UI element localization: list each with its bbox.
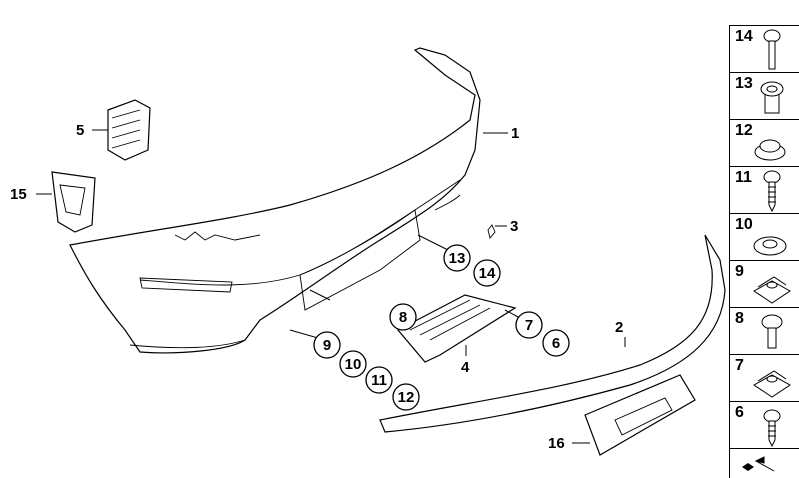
callout-12: 12 <box>392 383 420 411</box>
legend-label: 13 <box>735 75 753 92</box>
cap-icon <box>754 139 786 161</box>
legend-item-10: 10 <box>729 213 799 260</box>
legend-item-8: 8 <box>729 307 799 354</box>
part-4-diffuser <box>397 294 517 363</box>
clip-nut-icon <box>753 370 791 398</box>
bushing-icon <box>760 81 784 114</box>
legend-label: 9 <box>735 263 744 280</box>
svg-text:6: 6 <box>552 335 560 352</box>
legend-label: 12 <box>735 122 753 139</box>
part-15-bracket <box>51 171 96 233</box>
assembly-arrow-icon <box>742 456 775 472</box>
leader-lines <box>36 129 626 444</box>
tapping-screw-icon <box>763 409 781 448</box>
svg-text:13: 13 <box>449 250 466 267</box>
legend-label: 11 <box>735 169 752 186</box>
callout-15: 15 <box>10 186 27 203</box>
legend-item-7: 7 <box>729 354 799 401</box>
parts-diagram: 1 2 3 4 5 15 16 13 14 9 10 11 12 8 7 6 <box>10 47 726 456</box>
callout-9: 9 <box>313 331 341 359</box>
callout-2: 2 <box>615 319 623 336</box>
callout-7: 7 <box>515 311 543 339</box>
svg-text:9: 9 <box>323 337 331 354</box>
legend-item-9: 9 <box>729 260 799 307</box>
part-16-plate-holder <box>584 374 696 456</box>
legend-item-6: 6 <box>729 401 799 448</box>
tapping-screw-icon <box>763 170 781 213</box>
legend-item-11: 11 <box>729 166 799 213</box>
part-2-trim-strip <box>379 234 726 433</box>
svg-text:7: 7 <box>525 317 533 334</box>
svg-text:10: 10 <box>345 356 362 373</box>
bolt-icon <box>761 314 783 349</box>
legend-label: 14 <box>735 28 753 45</box>
callout-5: 5 <box>76 122 84 139</box>
legend-item-14: 14 <box>729 25 799 72</box>
svg-text:12: 12 <box>398 389 415 406</box>
callout-10: 10 <box>339 350 367 378</box>
legend-item-assembly-view <box>729 448 799 478</box>
callout-13: 13 <box>443 244 471 272</box>
part-5-bracket <box>107 99 151 161</box>
svg-text:8: 8 <box>399 309 407 326</box>
callout-4: 4 <box>461 359 470 376</box>
callout-16: 16 <box>548 435 565 452</box>
svg-text:11: 11 <box>371 372 387 389</box>
parts-legend: 14 13 12 11 10 9 8 7 6 <box>729 25 799 478</box>
callout-11: 11 <box>365 366 393 394</box>
callout-3: 3 <box>510 218 518 235</box>
clip-nut-icon <box>753 276 791 304</box>
washer-icon <box>753 236 787 256</box>
callout-8: 8 <box>389 303 417 331</box>
callout-1: 1 <box>511 125 519 142</box>
legend-label: 10 <box>735 216 753 233</box>
svg-text:14: 14 <box>479 265 496 282</box>
legend-label: 6 <box>735 404 744 421</box>
bumper-cover <box>69 47 481 354</box>
callout-14: 14 <box>473 259 501 287</box>
screw-icon <box>763 29 781 70</box>
legend-label: 7 <box>735 357 744 374</box>
part-3-clip <box>487 224 496 239</box>
legend-item-13: 13 <box>729 72 799 119</box>
legend-item-12: 12 <box>729 119 799 166</box>
legend-label: 8 <box>735 310 744 327</box>
callout-6: 6 <box>542 329 570 357</box>
